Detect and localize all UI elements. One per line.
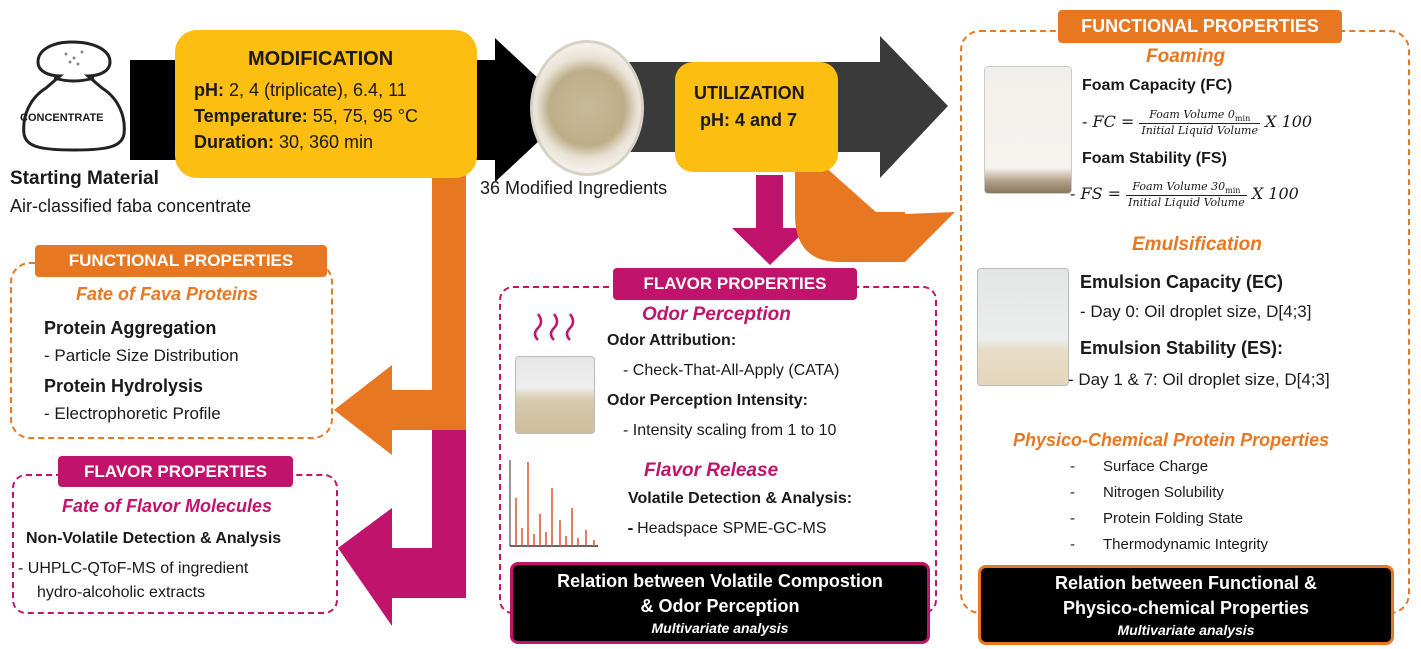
foam-cylinder-image [984, 66, 1072, 194]
physchem-item-3: -Protein Folding State [1070, 510, 1244, 527]
magenta-arrow-down [732, 175, 808, 265]
foam-stability-title: Foam Stability (FS) [1082, 150, 1227, 167]
utilization-title: UTILIZATION [694, 83, 805, 103]
odor-intensity: Odor Perception Intensity: [607, 392, 808, 409]
emulsion-capacity-item: - Day 0: Oil droplet size, D[4;3] [1080, 302, 1312, 321]
emulsification-heading: Emulsification [1132, 234, 1262, 255]
foaming-heading: Foaming [1146, 46, 1226, 67]
foam-capacity-title: Foam Capacity (FC) [1082, 77, 1233, 94]
beaker-image [515, 356, 595, 434]
left-functional-tag: FUNCTIONAL PROPERTIES [35, 245, 327, 277]
left-flavor-tag: FLAVOR PROPERTIES [58, 456, 293, 487]
uhplc-line1: - UHPLC-QToF-MS of ingredient [18, 560, 249, 577]
emulsion-stability-title: Emulsion Stability (ES): [1080, 338, 1284, 358]
odor-perception-heading: Odor Perception [642, 304, 791, 325]
emulsion-stability-item: - Day 1 & 7: Oil droplet size, D[4;3] [1068, 370, 1330, 389]
fate-flavor-molecules: Fate of Flavor Molecules [62, 496, 273, 516]
non-volatile-detection: Non-Volatile Detection & Analysis [26, 530, 282, 547]
utilization-box [675, 62, 838, 172]
right-relation-line2: Physico-chemical Properties [1062, 598, 1310, 618]
spme-item: -- Headspace SPME-GC-MS [627, 520, 827, 537]
chromatogram-icon [509, 460, 598, 547]
odor-attribution: Odor Attribution: [607, 332, 737, 349]
modification-title: MODIFICATION [248, 48, 394, 70]
modification-ph: pH: 2, 4 (triplicate), 6.4, 11 [194, 80, 407, 100]
modified-ingredients-label: 36 Modified Ingredients [480, 178, 668, 198]
volatile-detection: Volatile Detection & Analysis: [628, 490, 853, 507]
uhplc-line2: hydro-alcoholic extracts [37, 584, 206, 601]
modification-temp: Temperature: 55, 75, 95 °C [194, 106, 418, 126]
electrophoretic-profile: - Electrophoretic Profile [44, 404, 221, 423]
protein-hydrolysis: Protein Hydrolysis [44, 376, 204, 396]
orange-arrow-left [334, 170, 466, 455]
utilization-ph: pH: 4 and 7 [700, 110, 798, 130]
starting-material-subtitle: Air-classified faba concentrate [10, 196, 252, 216]
right-functional-tag: FUNCTIONAL PROPERTIES [1058, 10, 1342, 43]
intensity-item: - Intensity scaling from 1 to 10 [623, 422, 837, 439]
emulsion-beaker-image [977, 268, 1069, 386]
physchem-item-2: -Nitrogen Solubility [1070, 484, 1224, 501]
magenta-arrow-left [338, 430, 466, 626]
particle-size-distribution: - Particle Size Distribution [44, 346, 239, 365]
cata-item: - Check-That-All-Apply (CATA) [623, 362, 840, 379]
powder-bowl-image [530, 40, 644, 176]
right-relation-line3: Multivariate analysis [1117, 622, 1255, 638]
right-relation-box: Relation between Functional & Physico-ch… [978, 565, 1394, 645]
odor-waves-icon [533, 313, 575, 341]
concentrate-label: CONCENTRATE [20, 112, 104, 124]
mid-relation-box: Relation between Volatile Compostion & O… [510, 562, 930, 644]
modification-duration: Duration: 30, 360 min [194, 132, 374, 152]
fate-fava-proteins: Fate of Fava Proteins [76, 284, 259, 304]
physchem-heading: Physico-Chemical Protein Properties [1013, 430, 1330, 450]
emulsion-capacity-title: Emulsion Capacity (EC) [1080, 272, 1284, 292]
starting-material-title: Starting Material [10, 168, 159, 189]
mid-relation-line2: & Odor Perception [640, 596, 800, 616]
flavor-release-heading: Flavor Release [644, 460, 779, 481]
mid-relation-line3: Multivariate analysis [651, 620, 789, 636]
protein-aggregation: Protein Aggregation [44, 318, 217, 338]
physchem-item-4: -Thermodynamic Integrity [1070, 536, 1269, 553]
physchem-item-1: -Surface Charge [1070, 458, 1209, 475]
modification-box [175, 30, 477, 178]
right-relation-line1: Relation between Functional & [1054, 573, 1318, 593]
concentrate-sack-icon [22, 40, 126, 152]
mid-relation-line1: Relation between Volatile Compostion [557, 571, 883, 591]
mid-flavor-tag: FLAVOR PROPERTIES [613, 268, 857, 300]
